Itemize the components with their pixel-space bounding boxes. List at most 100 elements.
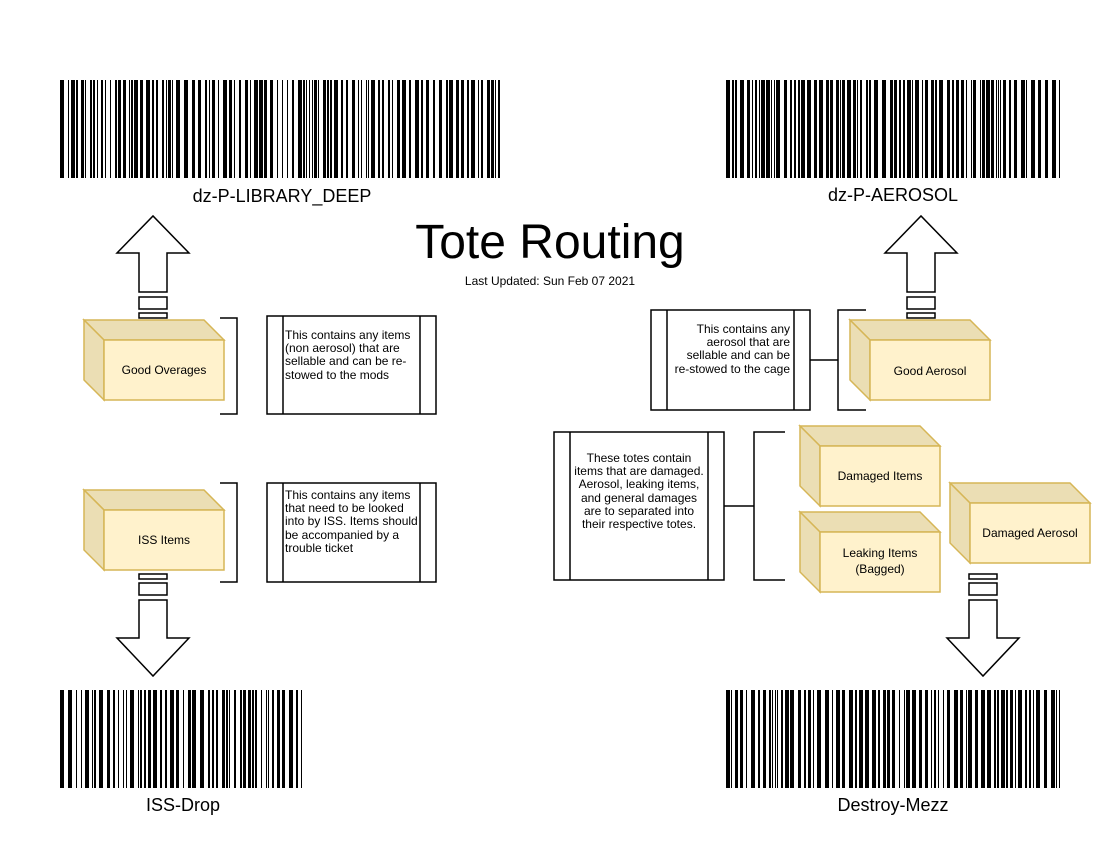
barcode-bar [152, 80, 154, 178]
barcode-bar [860, 80, 862, 178]
barcode-bar [97, 80, 98, 178]
barcode-bar [794, 80, 796, 178]
barcode-bar [874, 80, 878, 178]
barcode-bar [906, 690, 910, 788]
barcode-label-iss-drop: ISS-Drop [146, 795, 220, 815]
barcode-bar [433, 80, 435, 178]
barcode-bar [123, 80, 126, 178]
barcode-bar [81, 80, 84, 178]
barcode-bar [93, 80, 95, 178]
bracket-damaged [753, 431, 785, 581]
barcode-bar [282, 690, 285, 788]
barcode-bar [287, 80, 288, 178]
barcode-bar [60, 690, 64, 788]
barcode-bar [371, 80, 375, 178]
barcode-bar [817, 690, 821, 788]
barcode-bar [318, 80, 319, 178]
barcode-bar [857, 80, 858, 178]
barcode-bar [836, 690, 840, 788]
barcode-bar [277, 690, 280, 788]
barcode-bar [426, 80, 429, 178]
barcode-bar [309, 80, 310, 178]
barcode-bar [90, 80, 92, 178]
barcode-bar [130, 690, 134, 788]
barcode-bar [200, 690, 204, 788]
barcode-bar [966, 690, 967, 788]
barcode-bar [208, 690, 210, 788]
barcode-bar [456, 80, 459, 178]
barcode-bar [118, 690, 119, 788]
barcode-bar [866, 80, 868, 178]
barcode-bar [775, 690, 776, 788]
barcode-bar [991, 80, 994, 178]
barcode-bar [855, 690, 857, 788]
barcode-bar [402, 80, 406, 178]
barcode-bar [1059, 690, 1060, 788]
barcode-bar [882, 80, 886, 178]
barcode-bar [212, 690, 214, 788]
barcode-bar [352, 80, 355, 178]
barcode-bar [731, 690, 732, 788]
barcode-bar [758, 690, 760, 788]
barcode-bar [826, 80, 829, 178]
barcode-bar [997, 690, 999, 788]
barcode-bar [904, 690, 905, 788]
barcode-bar [101, 80, 103, 178]
barcode-bar [1033, 690, 1034, 788]
barcode-bar [388, 80, 390, 178]
barcode-bar [847, 80, 851, 178]
barcode-bar [306, 80, 307, 178]
barcode-bar [1025, 690, 1027, 788]
barcode-bar [931, 690, 932, 788]
description-boxes [266, 309, 811, 583]
barcode-bar [205, 80, 207, 178]
barcode-bar [153, 690, 157, 788]
barcode-bar [243, 690, 246, 788]
barcode-bar [409, 80, 411, 178]
barcode-bar [248, 690, 251, 788]
barcode-bar [747, 80, 750, 178]
barcode-bar [840, 80, 841, 178]
barcode-bar [76, 80, 78, 178]
barcode-bar [229, 690, 230, 788]
barcode-bar [382, 80, 384, 178]
barcode-bar [184, 80, 188, 178]
barcode-bar [994, 690, 996, 788]
barcode-label-aerosol: dz-P-AEROSOL [828, 185, 958, 205]
barcode-bar [148, 690, 151, 788]
barcode-bar [498, 80, 500, 178]
barcode-bar [842, 690, 845, 788]
arrow-down-iss [115, 573, 191, 678]
desc-iss-items: This contains any items that need to be … [285, 488, 418, 555]
barcode-bar [467, 80, 469, 178]
barcode-bar [899, 690, 900, 788]
barcode-bar [1006, 690, 1008, 788]
barcode-bar [943, 690, 944, 788]
page-title: Tote Routing [415, 216, 685, 269]
barcode-bar [68, 690, 72, 788]
barcode-bar [935, 80, 937, 178]
barcode-bar [234, 690, 236, 788]
barcode-bar [327, 80, 329, 178]
barcode-bar [270, 80, 273, 178]
barcode-bar [836, 80, 839, 178]
tote-iss-items: ISS Items [82, 488, 226, 572]
barcode-label-destroy-mezz: Destroy-Mezz [837, 795, 948, 815]
barcode-bar [859, 690, 863, 788]
tote-good-overages: Good Overages [82, 318, 226, 402]
barcode-bar [323, 80, 326, 178]
barcode-bar [296, 690, 298, 788]
last-updated: Last Updated: Sun Feb 07 2021 [465, 274, 635, 288]
barcode-bar [887, 690, 890, 788]
barcode-bar [1036, 690, 1040, 788]
barcode-bar [415, 80, 419, 178]
tote-label-good-overages: Good Overages [122, 363, 207, 377]
barcode-bar [216, 690, 218, 788]
barcode-bar [869, 80, 871, 178]
barcode-bar [165, 690, 167, 788]
barcode-bar [292, 80, 294, 178]
barcode-bar [922, 80, 923, 178]
barcode-bar [973, 80, 976, 178]
barcode-bar [807, 80, 811, 178]
barcode-bar [925, 690, 928, 788]
